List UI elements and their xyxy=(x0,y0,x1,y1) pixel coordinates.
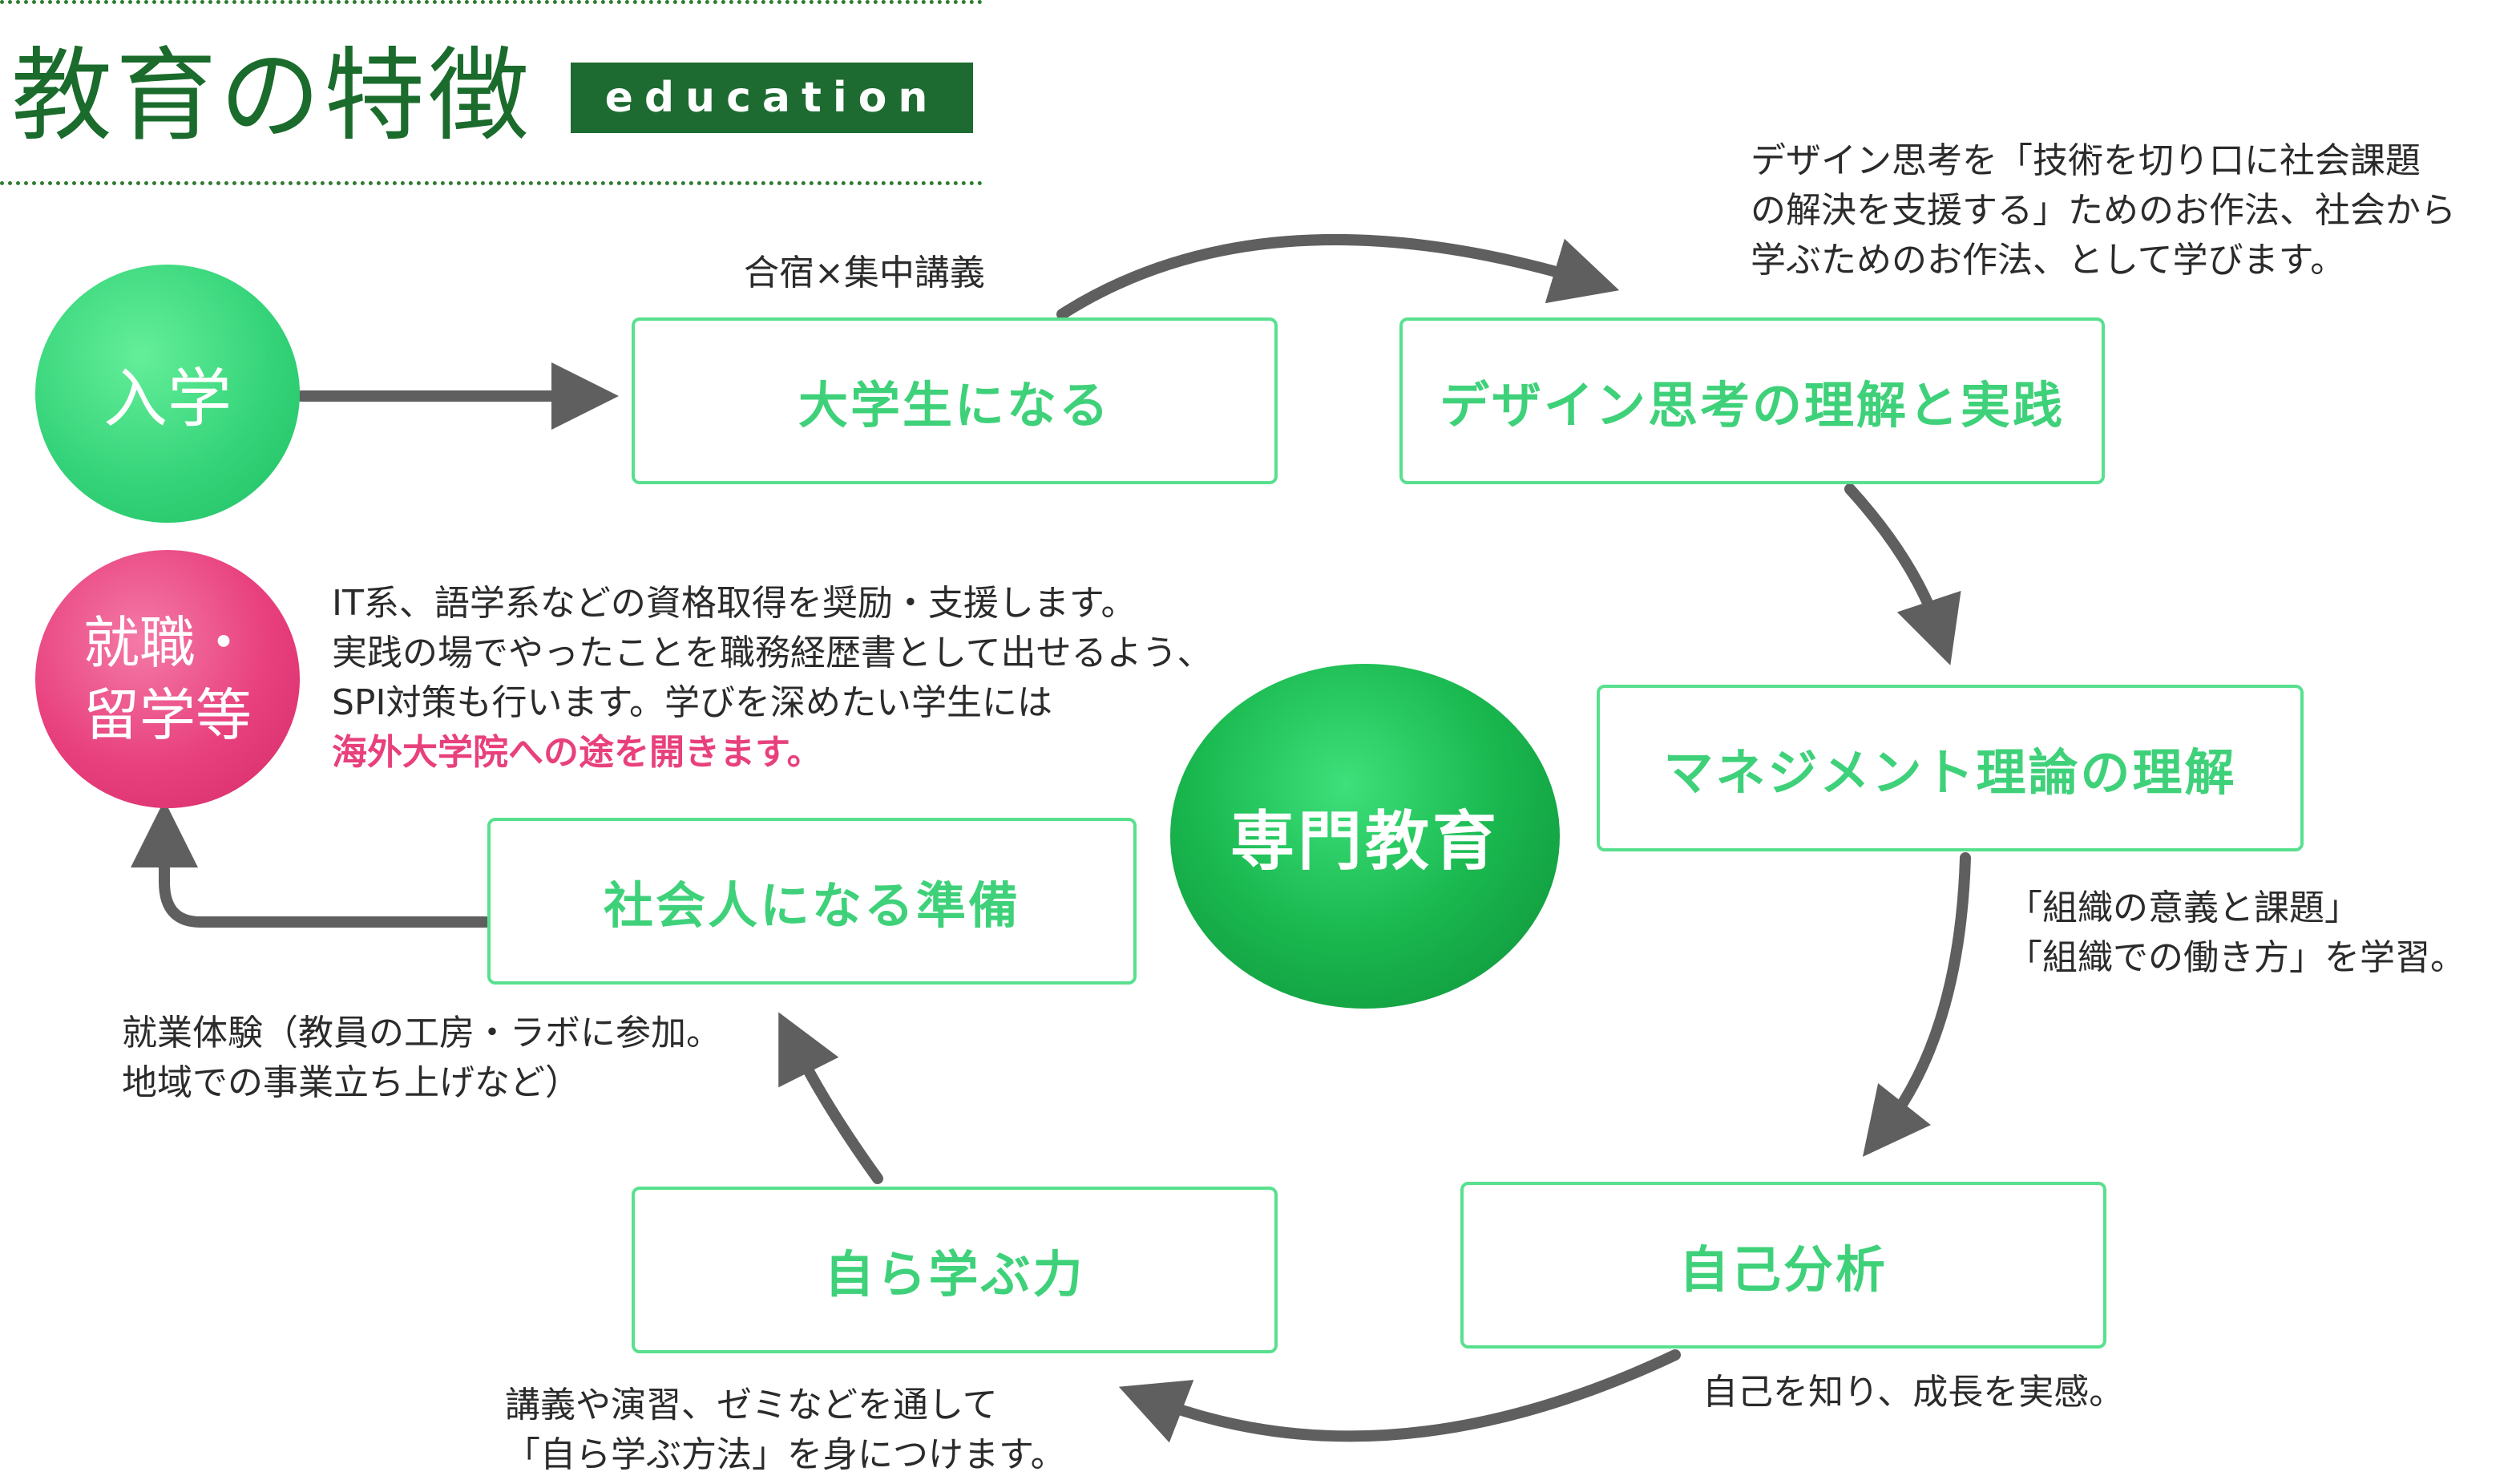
note-career-line1: IT系、語学系などの資格取得を奨励・支援します。 xyxy=(332,583,1137,624)
note-work-line1: 就業体験（教員の工房・ラボに参加。 xyxy=(122,1013,721,1053)
step-management-label: マネジメント理論の理解 xyxy=(1663,743,2237,802)
note-lecture-line2: 「自ら学ぶ方法」を身につけます。 xyxy=(505,1434,1066,1475)
step-prepare-society: 社会人になる準備 xyxy=(487,818,1137,985)
note-design-line2: の解決を支援する」ためのお作法、社会から xyxy=(1751,190,2456,231)
note-career-line3: SPI対策も行います。学びを深めたい学生には xyxy=(332,682,1053,723)
step-self-analysis: 自己分析 xyxy=(1460,1182,2106,1349)
note-work-line2: 地域での事業立ち上げなど） xyxy=(122,1062,580,1103)
header-bottom-rule xyxy=(0,181,983,185)
note-lecture: 講義や演習、ゼミなどを通して 「自ら学ぶ方法」を身につけます。 xyxy=(505,1381,1066,1480)
step-design-thinking: デザイン思考の理解と実践 xyxy=(1399,317,2105,484)
career-label-line1: 就職・ xyxy=(83,610,252,676)
note-design: デザイン思考を「技術を切り口に社会課題 の解決を支援する」ためのお作法、社会から… xyxy=(1751,136,2456,285)
enter-circle: 入学 xyxy=(35,265,300,523)
note-organization-line2: 「組織での働き方」を学習。 xyxy=(2007,937,2465,978)
note-growth: 自己を知り、成長を実感。 xyxy=(1702,1372,2125,1413)
note-design-line1: デザイン思考を「技術を切り口に社会課題 xyxy=(1751,140,2421,181)
step-management: マネジメント理論の理解 xyxy=(1597,685,2304,851)
step-become-student: 大学生になる xyxy=(632,317,1278,484)
step-self-analysis-label: 自己分析 xyxy=(1678,1240,1888,1299)
core-education-circle: 専門教育 xyxy=(1170,664,1560,1009)
step-design-thinking-label: デザイン思考の理解と実践 xyxy=(1439,376,2065,435)
arrow-design-to-management xyxy=(1844,483,1961,665)
note-organization-line1: 「組織の意義と課題」 xyxy=(2007,888,2360,928)
page-title: 教育の特徴 xyxy=(11,37,532,155)
step-self-learning: 自ら学ぶ力 xyxy=(632,1187,1278,1353)
education-tag: education xyxy=(571,63,973,133)
career-circle: 就職・ 留学等 xyxy=(35,550,300,808)
step-prepare-society-label: 社会人になる準備 xyxy=(603,876,1020,935)
enter-label: 入学 xyxy=(103,362,232,436)
header-top-rule xyxy=(0,0,983,4)
step-become-student-label: 大学生になる xyxy=(798,376,1111,435)
note-work-experience: 就業体験（教員の工房・ラボに参加。 地域での事業立ち上げなど） xyxy=(122,1009,721,1108)
note-camp: 合宿×集中講義 xyxy=(744,253,985,293)
core-education-label: 専門教育 xyxy=(1230,804,1500,879)
note-design-line3: 学ぶためのお作法、として学びます。 xyxy=(1751,240,2346,281)
note-lecture-line1: 講義や演習、ゼミなどを通して xyxy=(505,1385,998,1425)
note-organization: 「組織の意義と課題」 「組織での働き方」を学習。 xyxy=(2007,884,2465,983)
note-career-line4: 海外大学院への途を開きます。 xyxy=(332,732,822,773)
arrow-prepare-to-career xyxy=(131,800,491,928)
arrow-learning-to-prepare xyxy=(778,1012,883,1184)
career-label-line2: 留学等 xyxy=(83,682,252,748)
arrow-self-to-learning xyxy=(1118,1349,1681,1443)
arrow-student-to-design xyxy=(1056,234,1620,320)
note-career: IT系、語学系などの資格取得を奨励・支援します。 実践の場でやったことを職務経歴… xyxy=(332,579,1213,778)
step-self-learning-label: 自ら学ぶ力 xyxy=(824,1245,1085,1304)
note-career-line2: 実践の場でやったことを職務経歴書として出せるよう、 xyxy=(332,633,1213,673)
arrow-management-to-self xyxy=(1862,852,1971,1157)
